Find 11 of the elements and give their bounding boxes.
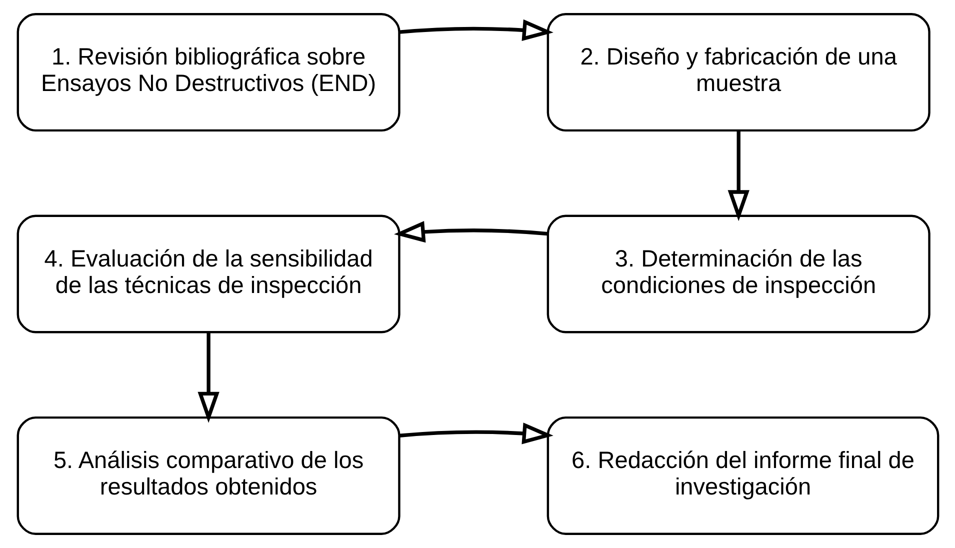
arrow (398, 19, 553, 41)
arrow (197, 332, 219, 423)
arrow (394, 221, 548, 243)
node-box: 4. Evaluación de la sensibilidad de las técnicas de inspección (16, 214, 400, 334)
node-box: 1. Revisión bibliográfica sobre Ensayos No Destructivos (END) (16, 13, 400, 132)
node-box: 6. Redacción del informe final de investigación (546, 416, 939, 535)
node-box: 5. Análisis comparativo de los resultados obtenidos (16, 416, 400, 535)
arrow (727, 130, 749, 222)
node-box: 3. Determinación de las condiciones de inspección (546, 214, 930, 334)
node-box: 2. Diseño y fabricación de una muestra (546, 13, 930, 132)
arrow (398, 422, 553, 444)
